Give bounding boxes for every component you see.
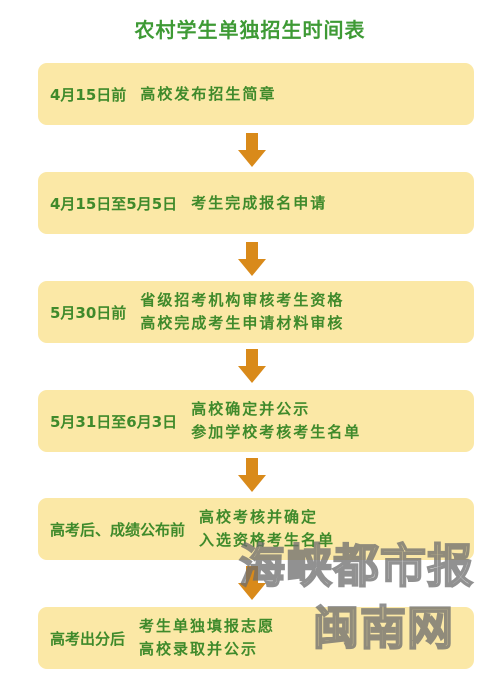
down-arrow-icon [238,566,266,600]
diagram-title: 农村学生单独招生时间表 [134,18,366,42]
step-line: 参加学校考核考生名单 [191,423,362,441]
step-line: 高校确定并公示 [191,400,311,418]
step-description: 考生单独填报志愿 高校录取并公示 [139,615,275,661]
step-date: 4月15日前 [50,85,127,104]
step-description: 考生完成报名申请 [191,192,327,215]
down-arrow-icon [238,458,266,492]
down-arrow-icon [238,133,266,167]
step-box-5: 高考后、成绩公布前 高校考核并确定 入选资格考生名单 [38,498,474,560]
step-box-3: 5月30日前 省级招考机构审核考生资格 高校完成考生申请材料审核 [38,281,474,343]
down-arrow-icon [238,349,266,383]
step-box-4: 5月31日至6月3日 高校确定并公示 参加学校考核考生名单 [38,390,474,452]
step-box-6: 高考出分后 考生单独填报志愿 高校录取并公示 [38,607,474,669]
step-description: 高校确定并公示 参加学校考核考生名单 [191,398,361,444]
step-date: 5月30日前 [50,303,127,322]
step-date: 高考出分后 [50,629,126,648]
step-line: 入选资格考生名单 [199,531,336,549]
step-line: 高校录取并公示 [139,640,259,658]
step-date: 4月15日至5月5日 [50,194,178,213]
down-arrow-icon [238,242,266,276]
step-date: 5月31日至6月3日 [50,412,178,431]
step-box-1: 4月15日前 高校发布招生简章 [38,63,474,125]
step-line: 省级招考机构审核考生资格 [140,291,345,309]
step-description: 高校发布招生简章 [140,83,276,106]
step-box-2: 4月15日至5月5日 考生完成报名申请 [38,172,474,234]
step-line: 高校发布招生简章 [140,84,277,103]
step-description: 高校考核并确定 入选资格考生名单 [199,506,335,552]
step-line: 高校考核并确定 [199,508,319,526]
step-line: 考生单独填报志愿 [139,617,276,635]
step-date: 高考后、成绩公布前 [50,520,186,539]
step-line: 考生完成报名申请 [191,193,328,212]
step-description: 省级招考机构审核考生资格 高校完成考生申请材料审核 [140,289,344,335]
step-line: 高校完成考生申请材料审核 [140,314,345,332]
